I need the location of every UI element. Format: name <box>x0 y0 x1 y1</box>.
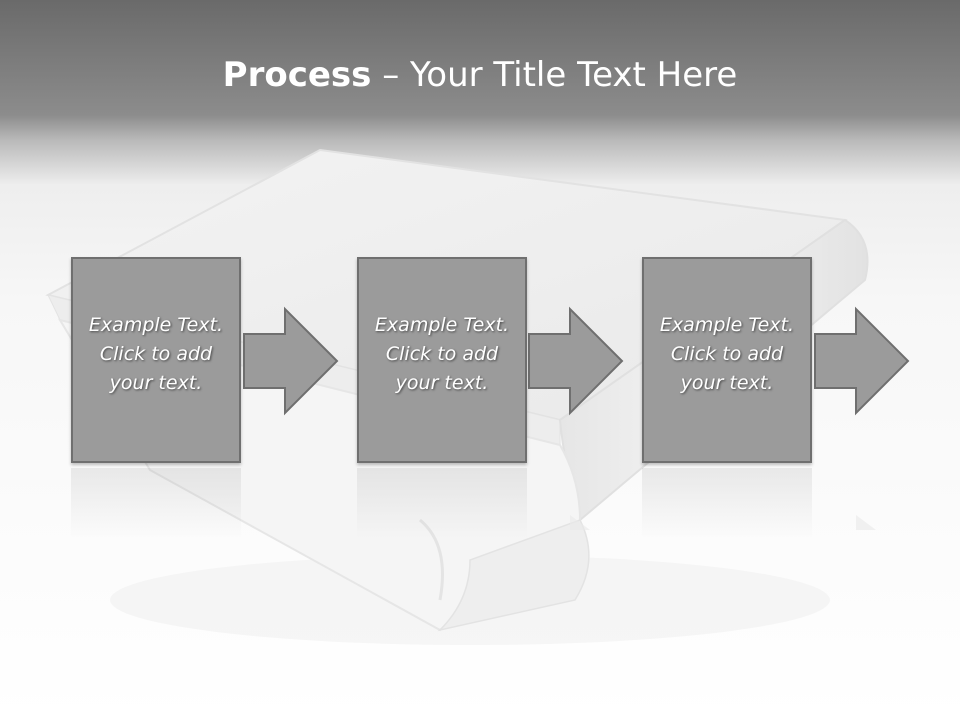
step-3-reflection <box>642 468 812 538</box>
title-process: Process <box>222 55 372 95</box>
step-1-reflection <box>71 468 241 538</box>
step-3-text[interactable]: Example Text. Click to add your text. <box>659 314 795 394</box>
step-1-arrow <box>243 306 339 416</box>
title-separator: – <box>371 55 411 95</box>
step-1-text[interactable]: Example Text. Click to add your text. <box>88 314 224 394</box>
slide-title: Process – Your Title Text Here <box>0 52 960 98</box>
step-3-arrow <box>814 306 910 416</box>
process-step-1[interactable]: Example Text. Click to add your text. <box>71 257 241 463</box>
process-step-2[interactable]: Example Text. Click to add your text. <box>357 257 527 463</box>
process-step-3[interactable]: Example Text. Click to add your text. <box>642 257 812 463</box>
step-2-reflection <box>357 468 527 538</box>
step-2-text[interactable]: Example Text. Click to add your text. <box>374 314 510 394</box>
title-subtitle: Your Title Text Here <box>410 55 738 95</box>
step-2-arrow <box>528 306 624 416</box>
